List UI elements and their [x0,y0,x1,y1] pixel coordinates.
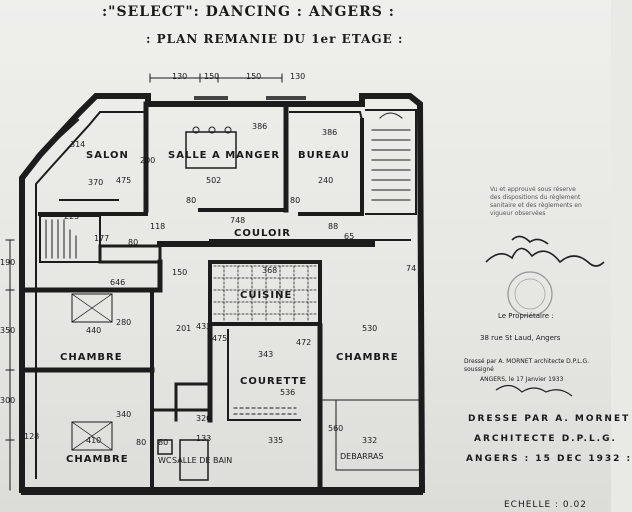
room-salle-de-bain: SALLE DE BAIN [172,456,233,465]
room-salon: SALON [86,150,129,161]
dim-label: 340 [116,410,132,419]
dim-label: 386 [322,128,338,137]
room-courette: COURETTE [240,376,308,387]
dim-label: 74 [406,264,417,273]
dim-label: 748 [230,216,246,225]
dim-label: 368 [262,266,278,275]
dim-label: 65 [344,232,355,241]
dim-label: 150 [204,72,220,81]
signature-2 [495,384,573,397]
dim-label: 118 [150,222,166,231]
dim-label: 472 [296,338,312,347]
dim-label: 300 [0,396,16,405]
dim-label: 190 [0,258,16,267]
credit-line-1: DRESSE PAR A. MORNET [468,414,631,424]
dim-label: 530 [362,324,378,333]
dim-label: 225 [64,212,80,221]
dim-label: 410 [86,436,102,445]
room-debarras: DEBARRAS [340,452,384,461]
dim-label: 133 [196,434,212,443]
dim-label: 386 [252,122,268,131]
dim-label: 280 [116,318,132,327]
dim-label: 80 [186,196,197,205]
dim-label: 80 [136,438,147,447]
room-couloir: COULOIR [234,228,291,239]
dim-label: 332 [362,436,378,445]
official-seal [507,271,553,317]
room-cuisine: CUISINE [240,290,293,301]
dim-label: 88 [328,222,339,231]
dim-label: 320 [196,414,212,423]
outer-wall-inner [35,111,364,479]
room-chambre-right: CHAMBRE [336,352,399,363]
dim-label: 314 [70,140,86,149]
room-chambre-left: CHAMBRE [60,352,123,363]
dim-label: 177 [94,234,110,243]
dim-label: 335 [268,436,284,445]
dim-label: 128 [24,432,40,441]
dim-label: 350 [0,326,16,335]
room-chambre-bottom: CHAMBRE [66,454,129,465]
dim-label: 150 [246,72,262,81]
owner-label: Le Propriétaire : [498,312,554,320]
dim-label: 475 [116,176,132,185]
room-bureau: BUREAU [298,150,350,161]
dim-label: 240 [318,176,334,185]
dim-label: 646 [110,278,126,287]
dim-label: 130 [290,72,306,81]
dim-label: 130 [172,72,188,81]
dim-label: 475 [212,334,228,343]
room-salle-a-manger: SALLE A MANGER [168,150,281,161]
dim-label: 433 [196,322,212,331]
floor-plan [5,73,605,495]
room-wc: WC [158,456,172,465]
dim-label: 80 [158,438,169,447]
dim-label: 536 [280,388,296,397]
signature-1 [485,247,605,267]
dim-label: 200 [140,156,156,165]
owner-address: 38 rue St Laud, Angers [480,334,561,342]
signature-date: ANGERS, le 17 Janvier 1933 [480,376,564,383]
dim-label: 80 [290,196,301,205]
scale-label: ECHELLE : 0.02 [504,500,587,510]
credit-line-3: ANGERS : 15 DEC 1932 : [466,454,632,464]
approval-stamp-text: Vu et approuvé sous réserve des disposit… [490,186,582,217]
dim-label: 370 [88,178,104,187]
dim-label: 343 [258,350,274,359]
drawing-subtitle: : PLAN REMANIE DU 1er ETAGE : [146,32,404,46]
soussigne-line: soussigné [464,366,494,373]
dim-label: 502 [206,176,222,185]
dim-label: 80 [128,238,139,247]
dim-label: 560 [328,424,344,433]
dim-label: 440 [86,326,102,335]
dim-label: 150 [172,268,188,277]
dim-label: 201 [176,324,192,333]
credit-line-2: ARCHITECTE D.P.L.G. [474,434,617,444]
dresse-line: Dressé par A. MORNET architecte D.P.L.G. [464,358,590,365]
drawing-title: :"SELECT": DANCING : ANGERS : [102,4,395,20]
